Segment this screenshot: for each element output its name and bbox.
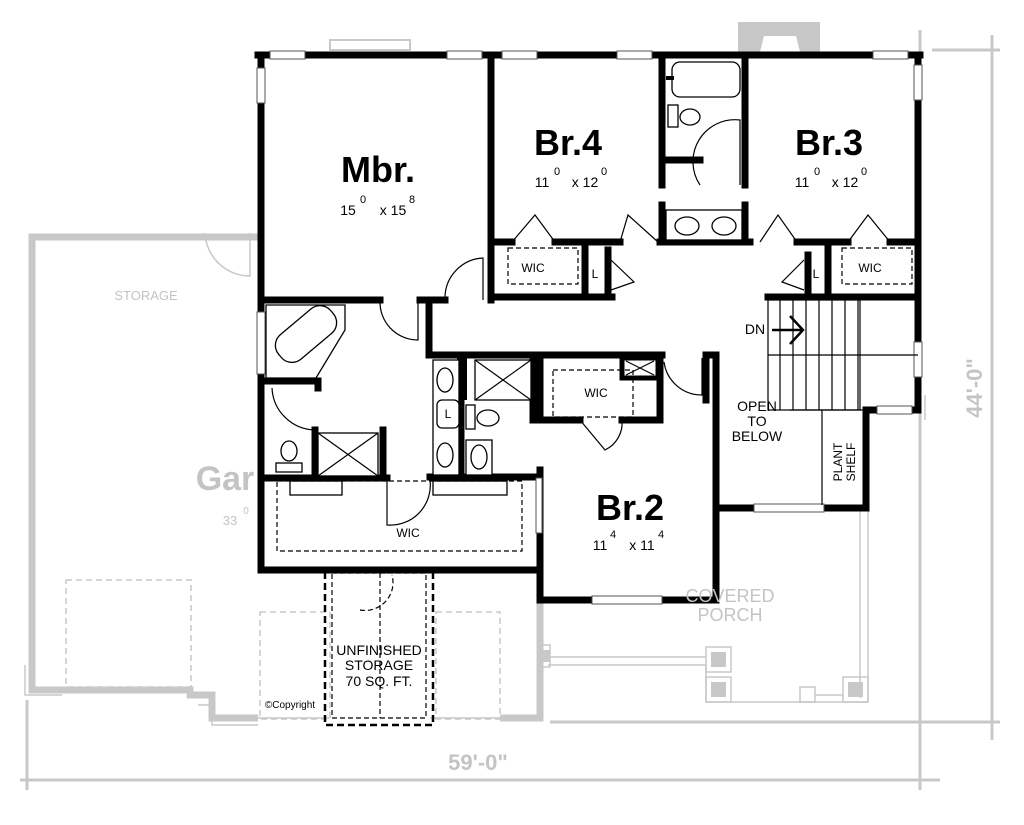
dimension-width: 59'-0" (448, 750, 508, 775)
svg-text:BELOW: BELOW (732, 428, 783, 444)
down-arrow-icon (772, 315, 805, 345)
below-level-outline (24, 22, 869, 726)
room-name-br4: Br.4 (534, 122, 602, 163)
svg-text:x 12: x 12 (832, 174, 859, 190)
room-name-mbr: Mbr. (341, 149, 415, 190)
svg-text:TO: TO (747, 413, 766, 429)
svg-text:4: 4 (610, 529, 616, 541)
room-br4: Br.4 11 0 x 12 0 (534, 122, 607, 190)
label-covered-porch: COVERED (685, 586, 774, 606)
doors (271, 213, 891, 526)
svg-text:11: 11 (795, 174, 810, 190)
svg-text:SHELF: SHELF (844, 443, 858, 482)
below-level-labels: STORAGE Gar 33 0 COVERED PORCH (114, 288, 774, 625)
svg-text:0: 0 (814, 166, 820, 178)
svg-text:15: 15 (340, 202, 356, 218)
label-linen-br4: L (592, 267, 599, 281)
dimension-depth: 44'-0" (962, 358, 987, 418)
room-name-br3: Br.3 (795, 122, 863, 163)
svg-text:x 11: x 11 (629, 537, 655, 553)
interior-walls (257, 51, 922, 482)
svg-text:x 15: x 15 (380, 202, 407, 218)
label-wic-master: WIC (396, 526, 420, 540)
svg-text:x 12: x 12 (572, 174, 599, 190)
svg-text:8: 8 (409, 194, 415, 206)
fixtures (265, 61, 918, 727)
label-linen-bath: L (445, 407, 452, 421)
label-linen-br3: L (813, 267, 820, 281)
svg-text:4: 4 (658, 529, 664, 541)
label-storage: STORAGE (114, 288, 178, 303)
svg-text:STORAGE: STORAGE (345, 657, 413, 673)
svg-text:OPEN: OPEN (737, 398, 777, 414)
svg-text:11: 11 (593, 537, 608, 553)
svg-text:0: 0 (243, 506, 249, 517)
label-wic-br2: WIC (584, 386, 608, 400)
svg-text:70 SQ. FT.: 70 SQ. FT. (346, 673, 413, 689)
room-name-br2: Br.2 (596, 487, 664, 528)
svg-text:0: 0 (360, 194, 366, 206)
svg-text:33: 33 (223, 513, 237, 528)
svg-text:0: 0 (601, 166, 607, 178)
svg-text:0: 0 (861, 166, 867, 178)
label-plant-shelf: PLANT (831, 442, 845, 481)
label-garage: Gar (196, 460, 255, 498)
small-labels: WIC WIC WIC WIC L L L DN OPEN TO BELOW P… (265, 261, 882, 711)
room-br3: Br.3 11 0 x 12 0 (795, 122, 867, 190)
label-wic-br3: WIC (858, 261, 882, 275)
svg-text:PORCH: PORCH (697, 605, 762, 625)
svg-text:0: 0 (554, 166, 560, 178)
room-br2: Br.2 11 4 x 11 4 (593, 487, 664, 553)
room-mbr: Mbr. 15 0 x 15 8 (340, 149, 415, 218)
label-wic-br4: WIC (521, 261, 545, 275)
overall-dimensions: 59'-0" 44'-0" (448, 358, 987, 775)
windows (256, 50, 923, 605)
label-unfinished-storage: UNFINISHED (336, 642, 422, 658)
svg-text:11: 11 (535, 174, 550, 190)
label-stair-down: DN (745, 321, 765, 337)
copyright-label: ©Copyright (265, 700, 315, 711)
